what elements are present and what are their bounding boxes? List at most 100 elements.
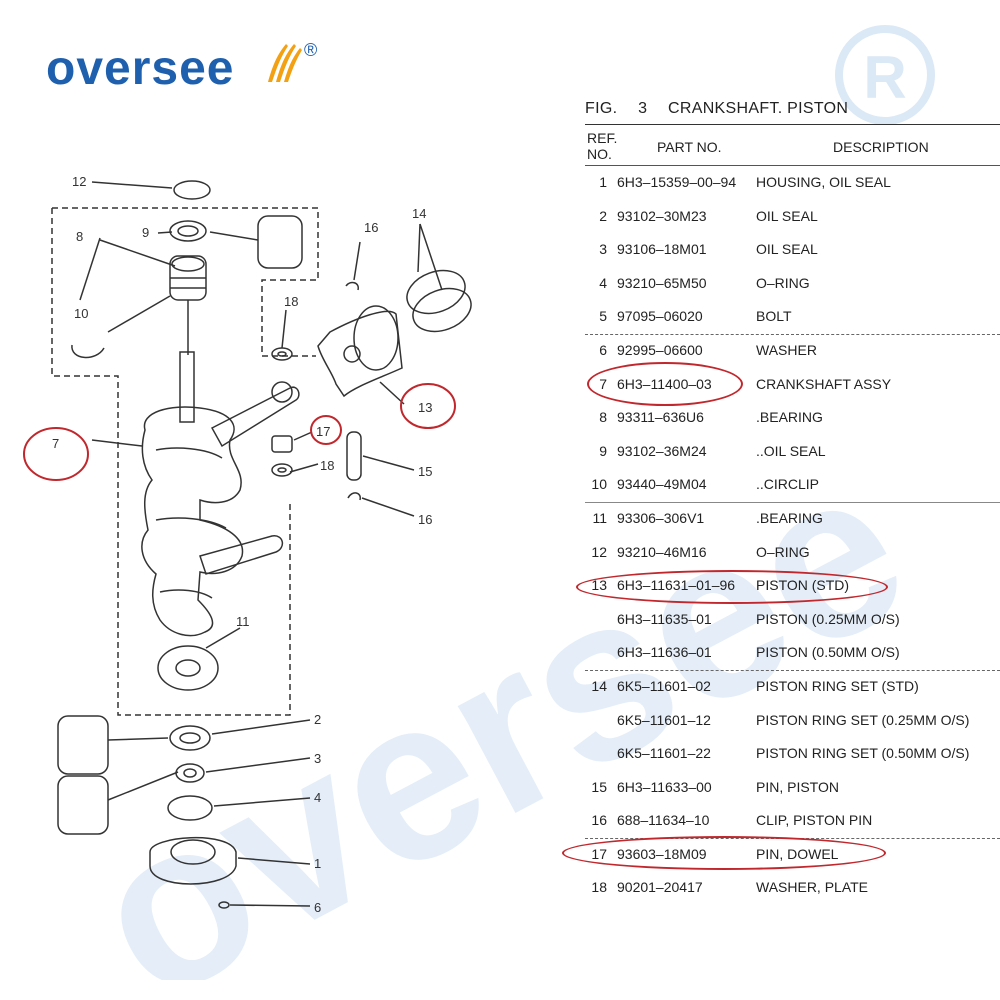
ref-cell: 3: [599, 241, 607, 258]
description-cell: PIN, DOWEL: [756, 845, 839, 862]
ref-cell: 18: [591, 879, 607, 896]
ref-cell: 8: [599, 409, 607, 426]
part-no-cell: 93102–36M24: [617, 442, 707, 459]
header-description: DESCRIPTION: [833, 139, 929, 155]
description-cell: WASHER, PLATE: [756, 879, 869, 896]
ref-cell: 6: [599, 341, 607, 358]
part-no-cell: 6H3–11400–03: [617, 375, 712, 392]
highlight-callout-7: [23, 427, 89, 481]
table-row: 18 90201–20417 WASHER, PLATE: [585, 871, 1000, 905]
ref-cell: 7: [599, 375, 607, 392]
description-cell: PIN, PISTON: [756, 778, 839, 795]
part-no-cell: 92995–06600: [617, 341, 703, 358]
part-no-cell: 93603–18M09: [617, 845, 707, 862]
description-cell: OIL SEAL: [756, 241, 818, 258]
table-row: 6K5–11601–22 PISTON RING SET (0.50MM O/S): [585, 737, 1000, 771]
registered-mark: ®: [304, 40, 317, 60]
ref-cell: 13: [591, 577, 607, 594]
part-no-cell: 6K5–11601–22: [617, 745, 711, 762]
row-separator: [585, 333, 1000, 335]
description-cell: PISTON RING SET (0.50MM O/S): [756, 745, 970, 762]
part-no-cell: 6H3–11635–01: [617, 610, 712, 627]
row-separator: [585, 837, 1000, 839]
table-row: 16 688–11634–10 CLIP, PISTON PIN: [585, 804, 1000, 838]
part-no-cell: 6H3–11636–01: [617, 644, 712, 661]
brand-logo: oversee ®: [46, 36, 336, 96]
ref-cell: 15: [591, 778, 607, 795]
part-no-cell: 90201–20417: [617, 879, 703, 896]
description-cell: OIL SEAL: [756, 207, 818, 224]
fig-label: FIG.: [585, 100, 618, 117]
description-cell: ..OIL SEAL: [756, 442, 826, 459]
callout-10: 10: [74, 306, 88, 321]
callout-18-top: 18: [284, 294, 298, 309]
row-separator: [585, 501, 1000, 503]
ref-cell: 17: [591, 845, 607, 862]
part-no-cell: 97095–06020: [617, 308, 703, 325]
part-no-cell: 93440–49M04: [617, 476, 707, 493]
callout-3: 3: [314, 751, 321, 766]
ref-cell: 2: [599, 207, 607, 224]
callout-2: 2: [314, 712, 321, 727]
callout-8: 8: [76, 229, 83, 244]
table-row: 13 6H3–11631–01–96 PISTON (STD): [585, 569, 1000, 603]
callout-9: 9: [142, 225, 149, 240]
callout-1: 1: [314, 856, 321, 871]
callout-11: 11: [236, 614, 250, 629]
table-row: 8 93311–636U6 .BEARING: [585, 401, 1000, 435]
part-no-cell: 6K5–11601–12: [617, 711, 711, 728]
exploded-parts-diagram: 12 9 8 10 7 18 16 14 13 17 18 15 16 11 2…: [23, 174, 472, 915]
table-row: 2 93102–30M23 OIL SEAL: [585, 200, 1000, 234]
ref-cell: 11: [592, 509, 607, 526]
part-no-cell: 93102–30M23: [617, 207, 707, 224]
part-no-cell: 6H3–15359–00–94: [617, 174, 737, 190]
logo-text: oversee: [46, 42, 234, 95]
table-row: 6H3–11635–01 PISTON (0.25MM O/S): [585, 603, 1000, 637]
fig-title-text: CRANKSHAFT. PISTON: [668, 100, 849, 117]
description-cell: PISTON (STD): [756, 577, 850, 594]
callout-13: 13: [418, 400, 432, 415]
callout-12: 12: [72, 174, 86, 189]
ref-cell: 12: [591, 543, 607, 560]
header-part-no: PART NO.: [657, 139, 722, 155]
ref-cell: 4: [599, 274, 607, 291]
description-cell: CLIP, PISTON PIN: [756, 812, 873, 829]
description-cell: .BEARING: [756, 509, 823, 526]
description-cell: O–RING: [756, 543, 810, 560]
part-no-cell: 93311–636U6: [617, 409, 704, 426]
table-header: REF. NO. PART NO. DESCRIPTION: [585, 124, 1000, 166]
description-cell: PISTON (0.25MM O/S): [756, 610, 900, 627]
description-cell: BOLT: [756, 308, 792, 325]
ref-cell: 14: [591, 677, 607, 694]
header-ref: REF. NO.: [587, 130, 618, 162]
description-cell: PISTON (0.50MM O/S): [756, 644, 900, 661]
callout-15: 15: [418, 464, 432, 479]
callout-16-top: 16: [364, 220, 378, 235]
table-row: 11 93306–306V1 .BEARING: [585, 501, 1000, 536]
table-row: 6H3–11636–01 PISTON (0.50MM O/S): [585, 636, 1000, 670]
description-cell: PISTON RING SET (STD): [756, 677, 919, 694]
description-cell: ..CIRCLIP: [756, 476, 820, 493]
part-no-cell: 6H3–11631–01–96: [617, 577, 736, 594]
table-row: 17 93603–18M09 PIN, DOWEL: [585, 837, 1000, 872]
part-no-cell: 688–11634–10: [617, 812, 710, 829]
ref-cell: 16: [591, 812, 607, 829]
description-cell: .BEARING: [756, 409, 823, 426]
part-no-cell: 93106–18M01: [617, 241, 707, 258]
description-cell: HOUSING, OIL SEAL: [756, 174, 891, 190]
description-cell: CRANKSHAFT ASSY: [756, 375, 892, 392]
part-no-cell: 93306–306V1: [617, 509, 705, 526]
callout-16-bottom: 16: [418, 512, 432, 527]
highlight-callout-17: [310, 415, 342, 445]
part-no-cell: 93210–65M50: [617, 274, 707, 291]
